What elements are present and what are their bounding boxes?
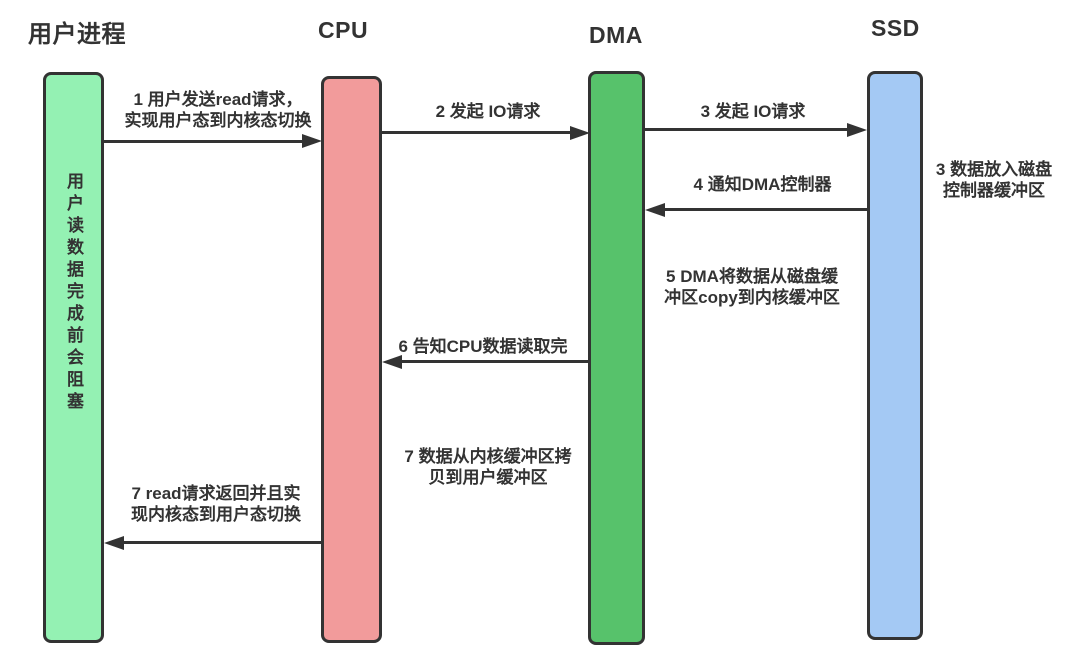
message-2-arrowhead-right-icon <box>570 126 590 140</box>
note-cpu-copy: 7 数据从内核缓冲区拷 贝到用户缓冲区 <box>404 447 572 487</box>
user-process-blocking-note-text: 用户读数据完成前会阻塞 <box>64 172 83 414</box>
message-7-line <box>123 541 321 544</box>
message-4-label: 4 通知DMA控制器 <box>693 175 832 194</box>
message-6-line <box>401 360 588 363</box>
message-6-label: 6 告知CPU数据读取完 <box>398 337 568 356</box>
message-7-arrowhead-left-icon <box>104 536 124 550</box>
message-3-line <box>645 128 848 131</box>
lifeline-header-ssd: SSD <box>871 15 920 41</box>
message-2-line <box>382 131 571 134</box>
lifeline-bar-cpu <box>321 76 382 643</box>
lifeline-header-cpu: CPU <box>318 17 369 43</box>
lifeline-bar-user-process <box>43 72 104 643</box>
lifeline-header-user-process: 用户进程 <box>28 21 126 48</box>
message-1-line <box>104 140 303 143</box>
note-ssd-buffer: 3 数据放入磁盘 控制器缓冲区 <box>935 160 1053 200</box>
lifeline-bar-ssd <box>867 71 923 640</box>
lifeline-header-dma: DMA <box>589 22 643 48</box>
message-3-label: 3 发起 IO请求 <box>700 102 806 121</box>
message-2-label: 2 发起 IO请求 <box>435 102 541 121</box>
message-6-arrowhead-left-icon <box>382 355 402 369</box>
message-1-arrowhead-right-icon <box>302 134 322 148</box>
message-1-label: 1 用户发送read请求， 实现用户态到内核态切换 <box>124 90 312 130</box>
message-3-arrowhead-right-icon <box>847 123 867 137</box>
message-7-label: 7 read请求返回并且实 现内核态到用户态切换 <box>131 484 301 524</box>
message-4-line <box>664 208 867 211</box>
message-4-arrowhead-left-icon <box>645 203 665 217</box>
lifeline-bar-dma <box>588 71 645 645</box>
note-dma-copy: 5 DMA将数据从磁盘缓 冲区copy到内核缓冲区 <box>664 267 840 307</box>
user-process-blocking-note: 用户读数据完成前会阻塞 <box>43 172 104 414</box>
